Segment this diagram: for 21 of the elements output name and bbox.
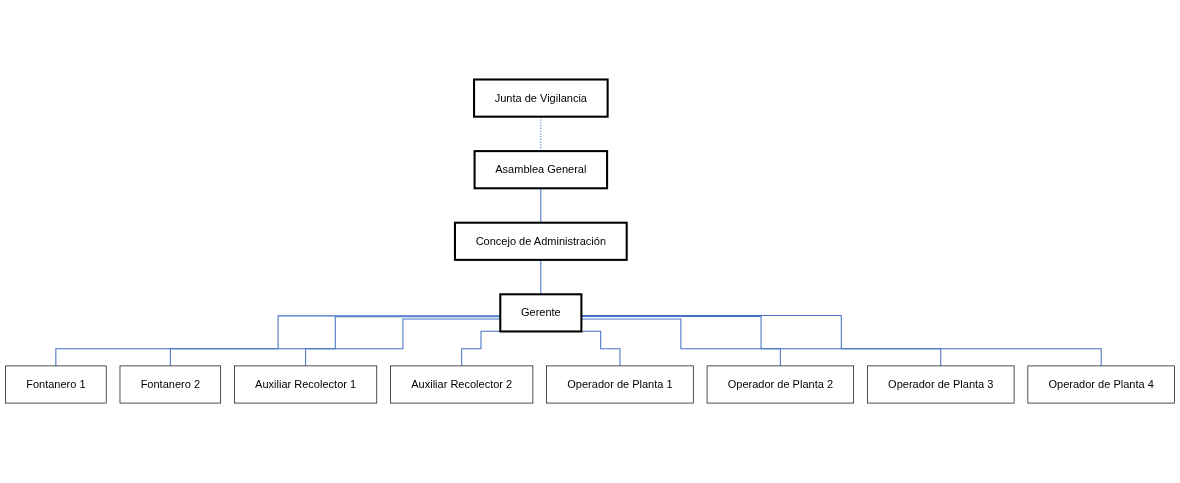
node-box: Fontanero 2: [119, 365, 222, 404]
node-box: Auxiliar Recolector 2: [390, 365, 534, 404]
node-box: Operador de Planta 4: [1027, 365, 1175, 404]
connector: [580, 330, 621, 367]
connector: [540, 116, 542, 152]
node-box: Junta de Vigilancia: [473, 78, 609, 118]
node-box: Gerente: [499, 293, 583, 333]
connector: [169, 316, 501, 367]
connector: [580, 316, 942, 367]
connector: [461, 330, 501, 367]
node-box: Operador de Planta 3: [867, 365, 1015, 404]
node-box: Asamblea General: [473, 150, 609, 190]
node-box: Operador de Planta 2: [706, 365, 855, 404]
node-box: Fontanero 1: [5, 365, 107, 404]
connector: [580, 318, 781, 367]
node-box: Concejo de Administración: [453, 221, 628, 262]
connector: [55, 315, 501, 367]
node-box: Operador de Planta 1: [546, 365, 694, 404]
connector: [580, 315, 1102, 367]
connector: [305, 318, 501, 367]
node-box: Auxiliar Recolector 1: [234, 365, 378, 404]
